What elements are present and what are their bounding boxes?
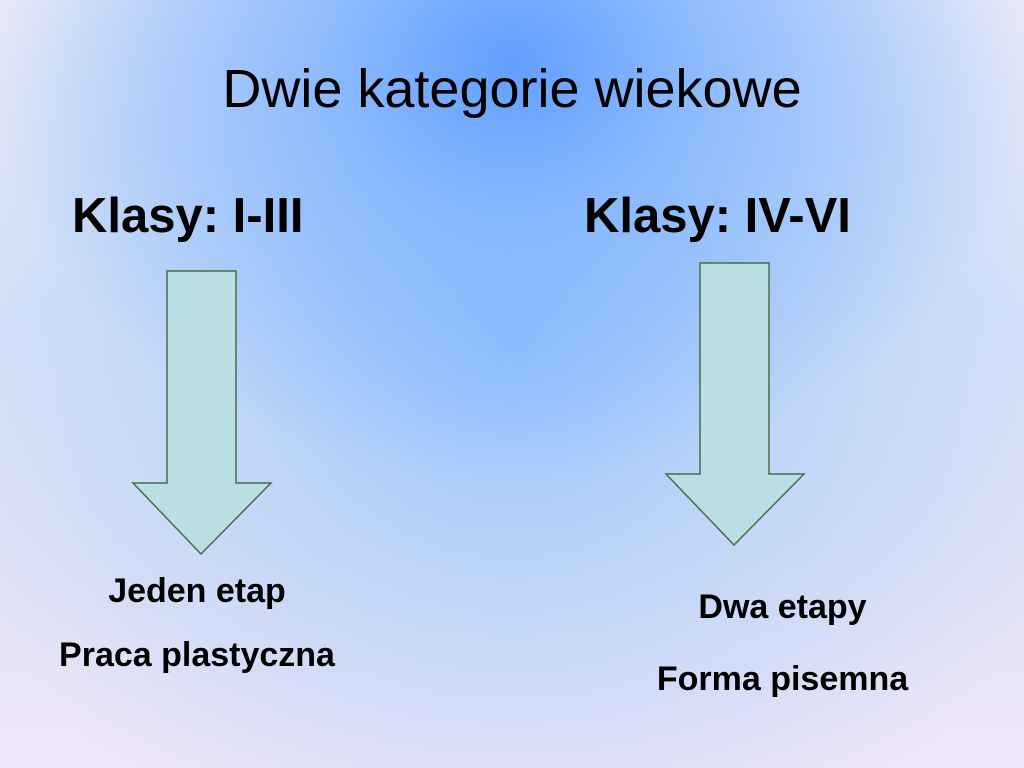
right-note-line-1: Dwa etapy bbox=[698, 588, 867, 626]
down-arrow-icon bbox=[131, 270, 273, 556]
left-column-notes: Jeden etap Praca plastyczna bbox=[52, 572, 342, 674]
left-column-heading: Klasy: I-III bbox=[72, 189, 304, 243]
slide-title: Dwie kategorie wiekowe bbox=[222, 59, 802, 119]
down-arrow-icon bbox=[664, 262, 806, 547]
left-note-line-2: Praca plastyczna bbox=[59, 636, 335, 674]
right-note-line-2: Forma pisemna bbox=[656, 660, 909, 698]
right-column-heading: Klasy: IV-VI bbox=[584, 189, 851, 243]
left-note-line-1: Jeden etap bbox=[108, 572, 286, 610]
right-column-notes: Dwa etapy Forma pisemna bbox=[610, 588, 955, 698]
